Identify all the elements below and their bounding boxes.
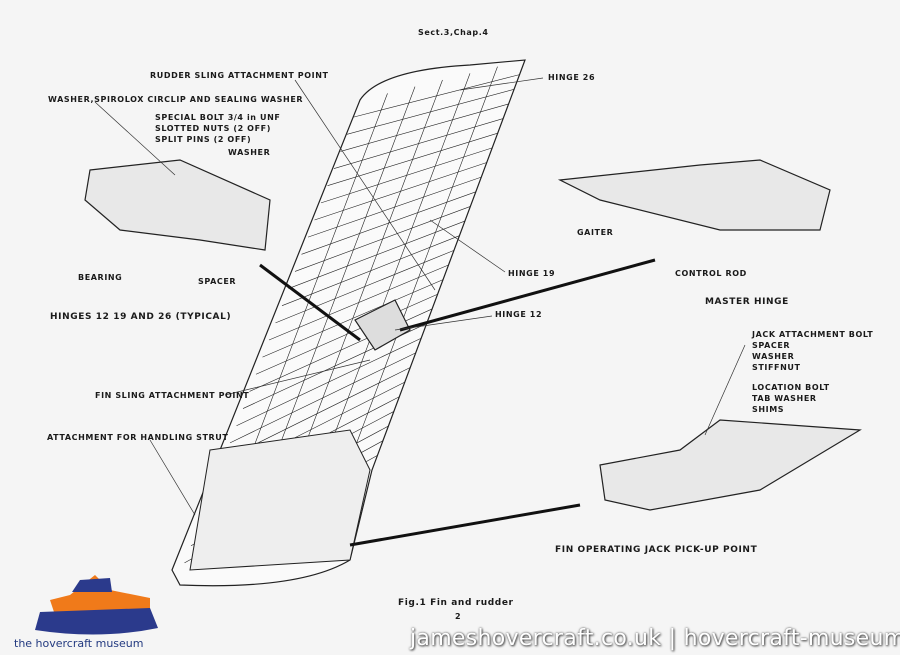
rib-line (301, 191, 476, 255)
rib-line (294, 206, 471, 272)
label-gaiter: GAITER (577, 228, 614, 237)
rib-line (346, 88, 515, 135)
label-hinge-12: HINGE 12 (495, 310, 543, 319)
label-tab-washer: TAB WASHER (752, 394, 817, 403)
rib-line (327, 132, 498, 187)
rib-line (236, 337, 422, 426)
label-bearing: BEARING (78, 273, 123, 282)
hinge-detail-drawing (84, 159, 271, 251)
rib-line (275, 250, 455, 324)
rib-line (262, 279, 444, 358)
label-special-bolt: SPECIAL BOLT 3/4 in UNF (155, 113, 281, 122)
rib-line (353, 74, 520, 118)
rib-line (307, 176, 482, 238)
fin-base-structure (189, 429, 371, 571)
logo-text: the hovercraft museum (14, 637, 144, 650)
hovercraft-museum-logo (35, 575, 158, 635)
label-jack-pickup: FIN OPERATING JACK PICK-UP POINT (555, 545, 758, 555)
section-header: Sect.3,Chap.4 (418, 28, 489, 37)
label-hinge-26: HINGE 26 (548, 73, 596, 82)
label-rudder-sling: RUDDER SLING ATTACHMENT POINT (150, 71, 329, 80)
rib-line (229, 352, 416, 444)
rib-line (255, 294, 438, 375)
jack-pickup-drawing (599, 419, 862, 511)
label-spacer: SPACER (198, 277, 237, 286)
rib-line (268, 264, 449, 341)
watermark: jameshovercraft.co.uk | hovercraft-museu… (410, 626, 900, 651)
rib-line (340, 103, 509, 152)
label-washer: WASHER (228, 148, 271, 157)
label-master-hinge: MASTER HINGE (705, 297, 789, 307)
label-hinges-typical: HINGES 12 19 AND 26 (TYPICAL) (50, 312, 232, 322)
rib-line (314, 162, 487, 221)
label-fin-sling: FIN SLING ATTACHMENT POINT (95, 391, 250, 400)
label-control-rod: CONTROL ROD (675, 269, 747, 278)
page-number: 2 (455, 612, 462, 621)
label-jack-washer: WASHER (752, 352, 795, 361)
label-jack-spacer: SPACER (752, 341, 791, 350)
hinge-12-fitting (354, 299, 411, 351)
rib-line (320, 147, 493, 204)
label-slotted-nuts: SLOTTED NUTS (2 OFF) (155, 124, 271, 133)
rib-line (281, 235, 460, 306)
label-location-bolt: LOCATION BOLT (752, 383, 830, 392)
label-jack-bolt: JACK ATTACHMENT BOLT (752, 330, 874, 339)
label-stiffnut: STIFFNUT (752, 363, 801, 372)
label-shims: SHIMS (752, 405, 785, 414)
master-hinge-drawing (557, 159, 831, 231)
figure-caption: Fig.1 Fin and rudder (398, 598, 514, 608)
label-split-pins: SPLIT PINS (2 OFF) (155, 135, 252, 144)
label-handling-strut: ATTACHMENT FOR HANDLING STRUT (47, 433, 229, 442)
label-washer-spirolox: WASHER,SPIROLOX CIRCLIP AND SEALING WASH… (48, 95, 304, 104)
rib-line (288, 220, 466, 289)
rib-line (333, 118, 504, 169)
label-hinge-19: HINGE 19 (508, 269, 556, 278)
